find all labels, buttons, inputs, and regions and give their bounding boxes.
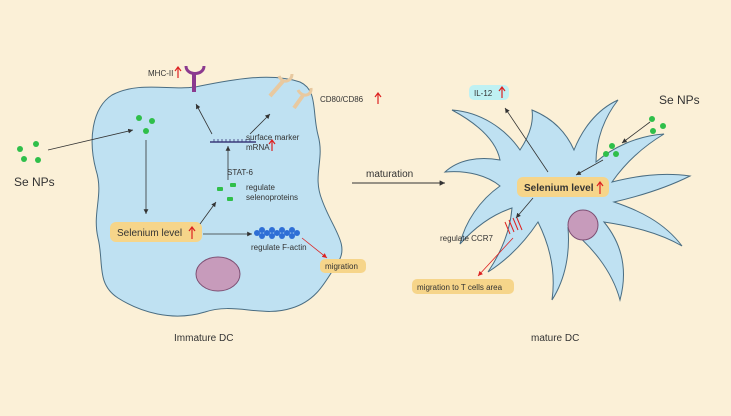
- nanoparticle: [149, 118, 155, 124]
- mature-dc-caption: mature DC: [531, 333, 579, 344]
- nanoparticle: [649, 116, 655, 122]
- selenoprotein: [217, 187, 223, 191]
- migration-t-cells-label: migration to T cells area: [417, 283, 503, 292]
- stat6-label: STAT-6: [227, 168, 253, 177]
- il12-box: [469, 85, 509, 100]
- mhc-ii-label: MHC-II: [148, 69, 173, 78]
- red-up-arrow-icon: [268, 139, 276, 151]
- immature-dc-cell: [91, 76, 343, 317]
- red-arrow-to-migration: [301, 237, 328, 259]
- regulate-selenoproteins-label-1: regulate: [246, 183, 275, 192]
- nanoparticle: [143, 128, 149, 134]
- nanoparticle: [613, 151, 619, 157]
- il12-label: IL-12: [474, 89, 493, 98]
- migration-label: migration: [325, 262, 358, 271]
- red-up-arrow-icon: [188, 226, 196, 239]
- maturation-label: maturation: [366, 169, 413, 180]
- selenoprotein: [227, 197, 233, 201]
- red-arrow-to-t-cells: [477, 237, 514, 277]
- nucleus: [195, 256, 241, 292]
- uptake-arrow: [621, 121, 651, 144]
- se-nps-label: Se NPs: [659, 93, 700, 107]
- nanoparticle: [17, 146, 23, 152]
- migration-box: [320, 259, 366, 273]
- surface-marker-label-2: mRNA: [246, 143, 270, 152]
- mhc-ii-receptor-icon: [184, 65, 206, 92]
- migration-t-cells-box: [412, 279, 514, 294]
- nanoparticle: [35, 157, 41, 163]
- uptake-arrow: [47, 128, 134, 151]
- selenium-level-label: Selenium level: [524, 183, 594, 194]
- red-up-arrow-icon: [374, 92, 382, 104]
- nanoparticle: [603, 151, 609, 157]
- cd80-cd86-label: CD80/CD86: [320, 95, 364, 104]
- selenium-level-box: [517, 177, 609, 197]
- cd80-cd86-receptor-icon: [268, 73, 313, 110]
- se-nps-label: Se NPs: [14, 175, 55, 189]
- nanoparticle: [21, 156, 27, 162]
- mature-dc-cell: [443, 99, 692, 302]
- arrow-to-mhc: [195, 103, 213, 135]
- regulate-ccr7-label: regulate CCR7: [440, 234, 493, 243]
- selenium-level-label: Selenium level: [117, 228, 182, 239]
- nanoparticle: [33, 141, 39, 147]
- arrow-to-selenium: [575, 159, 604, 176]
- immature-dc-caption: Immature DC: [174, 333, 233, 344]
- red-up-arrow-icon: [498, 86, 506, 98]
- red-up-arrow-icon: [174, 66, 182, 78]
- arrow-to-cd80: [249, 113, 271, 135]
- nanoparticle: [609, 143, 615, 149]
- selenium-level-box: [110, 222, 202, 242]
- nanoparticle: [650, 128, 656, 134]
- selenoprotein: [230, 183, 236, 187]
- nanoparticle: [136, 115, 142, 121]
- arrow-to-selenoproteins: [199, 201, 217, 225]
- nucleus: [567, 209, 599, 241]
- ccr7-receptor-icon: [504, 217, 523, 235]
- mrna-ticks: [213, 139, 251, 142]
- red-up-arrow-icon: [596, 181, 604, 194]
- surface-marker-label-1: surface marker: [246, 133, 300, 142]
- f-actin-icon: [254, 227, 300, 239]
- regulate-factin-label: regulate F-actin: [251, 243, 307, 252]
- arrow-to-il12: [504, 107, 549, 173]
- nanoparticle: [660, 123, 666, 129]
- regulate-selenoproteins-label-2: selenoproteins: [246, 193, 298, 202]
- arrow-to-ccr7: [515, 197, 534, 219]
